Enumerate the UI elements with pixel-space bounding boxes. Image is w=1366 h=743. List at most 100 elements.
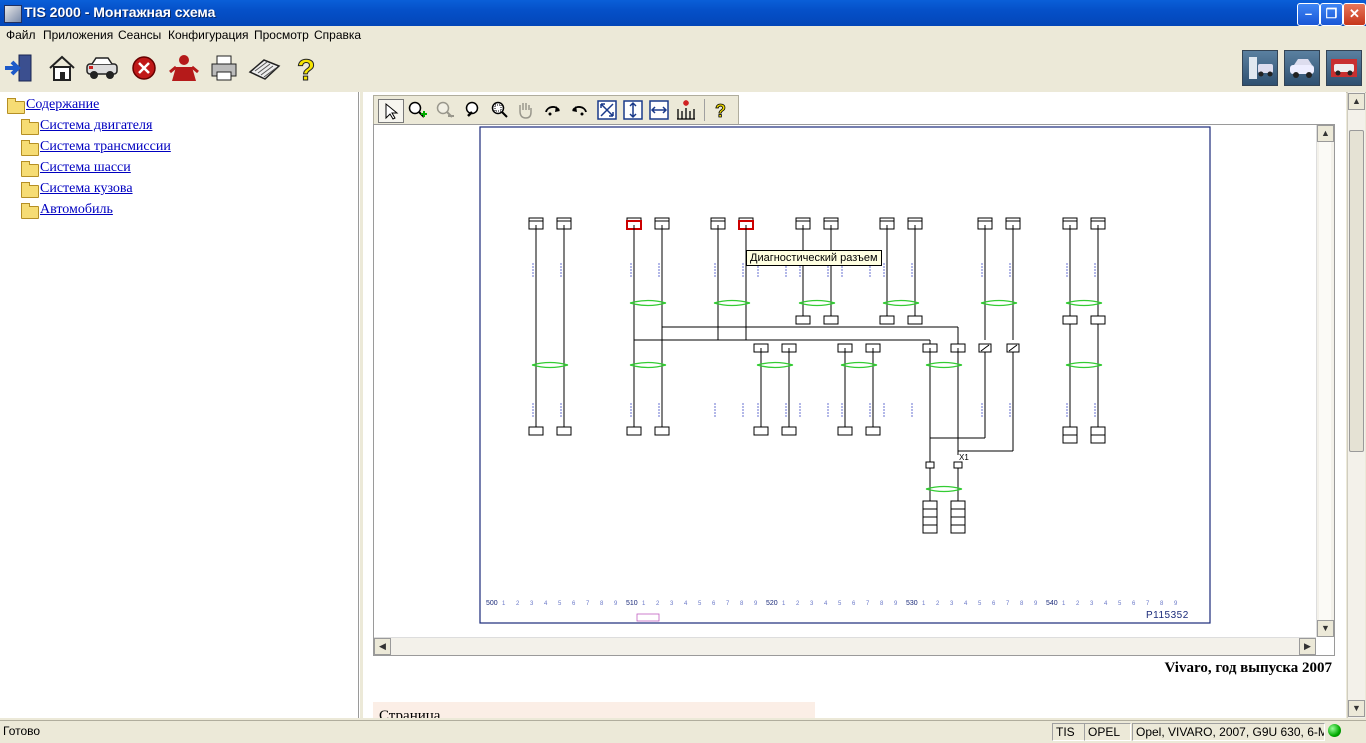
grid-minor-label: 8 — [600, 601, 604, 607]
content-scroll-down-button[interactable]: ▼ — [1348, 700, 1365, 717]
grid-minor-label: 9 — [894, 601, 898, 607]
grid-minor-label: 5 — [558, 601, 562, 607]
maximize-button[interactable]: ❐ — [1320, 3, 1343, 26]
menu-configuration[interactable]: Конфигурация — [168, 28, 249, 42]
twisted-pair — [1065, 299, 1103, 307]
minimize-button[interactable]: – — [1297, 3, 1320, 26]
zoom-icon[interactable] — [461, 99, 485, 121]
connector — [922, 508, 938, 518]
folder-icon — [21, 119, 39, 135]
ground-x1-label: X1 — [959, 453, 969, 462]
next-section-title: Страница — [379, 708, 441, 718]
zoom-window-icon[interactable] — [487, 99, 511, 121]
grid-minor-label: 4 — [824, 601, 828, 607]
select-pointer-icon[interactable] — [378, 99, 404, 123]
tree-item-chassis[interactable]: Система шасси — [40, 160, 131, 175]
connector — [753, 426, 769, 436]
printer-icon[interactable] — [206, 50, 242, 86]
connector — [1090, 426, 1106, 436]
menu-help[interactable]: Справка — [314, 28, 362, 42]
stop-icon[interactable] — [126, 50, 162, 86]
grid-minor-label: 9 — [1174, 601, 1178, 607]
folder-icon — [21, 140, 39, 156]
connector — [823, 315, 839, 325]
rotate-left-icon[interactable] — [567, 99, 591, 121]
twisted-pair — [1065, 361, 1103, 369]
pan-hand-icon[interactable] — [513, 99, 537, 121]
twisted-pair — [925, 485, 963, 493]
grid-minor-label: 7 — [866, 601, 870, 607]
tree-item-vehicle[interactable]: Автомобиль — [40, 202, 113, 217]
wiring-app-icon[interactable] — [1326, 50, 1362, 86]
twisted-pair — [756, 361, 794, 369]
fit-page-icon[interactable] — [595, 99, 619, 121]
menu-applications[interactable]: Приложения — [43, 28, 114, 42]
diagram-help-icon[interactable]: ? — [709, 99, 733, 121]
vehicle-select-icon[interactable] — [84, 50, 120, 86]
diagram-scroll-right-button[interactable]: ▶ — [1299, 638, 1316, 655]
highlight-wires-icon[interactable] — [674, 99, 698, 121]
connector — [1090, 434, 1106, 444]
grid-minor-label: 3 — [950, 601, 954, 607]
zoom-out-icon[interactable] — [433, 99, 457, 121]
keyboard-icon[interactable] — [246, 50, 282, 86]
grid-minor-label: 8 — [880, 601, 884, 607]
content-scroll-up-button[interactable]: ▲ — [1348, 93, 1365, 110]
page-reference-box — [636, 613, 660, 622]
content-scroll-thumb[interactable] — [1349, 130, 1364, 452]
tree-item-transmission[interactable]: Система трансмиссии — [40, 139, 171, 154]
twisted-pair — [798, 299, 836, 307]
menu-file[interactable]: Файл — [6, 28, 36, 42]
twisted-pair — [925, 361, 963, 369]
service-app-icon[interactable] — [1284, 50, 1320, 86]
diagram-scroll-down-button[interactable]: ▼ — [1317, 620, 1334, 637]
user-icon[interactable] — [166, 50, 202, 86]
tree-item-engine[interactable]: Система двигателя — [40, 118, 153, 133]
diagram-hscroll[interactable]: ◀ ▶ — [374, 637, 1316, 655]
menu-sessions[interactable]: Сеансы — [118, 28, 162, 42]
app-icon[interactable] — [4, 5, 22, 23]
grid-minor-label: 5 — [978, 601, 982, 607]
grid-major-label: 530 — [906, 600, 918, 607]
grid-minor-label: 7 — [1146, 601, 1150, 607]
connector — [1090, 315, 1106, 325]
grid-major-label: 520 — [766, 600, 778, 607]
help-icon[interactable]: ? — [288, 50, 324, 86]
diagram-scroll-up-button[interactable]: ▲ — [1317, 125, 1334, 142]
fit-width-icon[interactable] — [647, 99, 671, 121]
grid-minor-label: 8 — [1020, 601, 1024, 607]
grid-minor-label: 8 — [1160, 601, 1164, 607]
contents-tree-panel: Содержание Система двигателя Система тра… — [0, 92, 359, 718]
grid-major-label: 500 — [486, 600, 498, 607]
close-button[interactable]: ✕ — [1343, 3, 1366, 26]
fit-height-icon[interactable] — [621, 99, 645, 121]
tree-item-body[interactable]: Система кузова — [40, 181, 133, 196]
exit-icon[interactable] — [0, 50, 36, 86]
diagram-vscroll[interactable]: ▲ ▼ — [1316, 125, 1334, 637]
grid-minor-label: 5 — [838, 601, 842, 607]
home-icon[interactable] — [44, 50, 80, 86]
content-vscroll[interactable]: ▲ ▼ — [1347, 92, 1365, 718]
twisted-pair — [713, 299, 751, 307]
grid-minor-label: 4 — [544, 601, 548, 607]
connector — [1062, 315, 1078, 325]
rotate-right-icon[interactable] — [541, 99, 565, 121]
diagnostic-app-icon[interactable] — [1242, 50, 1278, 86]
grid-minor-label: 6 — [572, 601, 576, 607]
grid-major-label: 510 — [626, 600, 638, 607]
diagram-scroll-left-button[interactable]: ◀ — [374, 638, 391, 655]
tree-root-contents[interactable]: Содержание — [26, 97, 100, 112]
menu-view[interactable]: Просмотр — [254, 28, 309, 42]
relay-symbol — [980, 344, 990, 352]
grid-minor-label: 7 — [726, 601, 730, 607]
svg-text:?: ? — [297, 54, 315, 84]
zoom-in-icon[interactable] — [405, 99, 429, 121]
grid-minor-label: 5 — [698, 601, 702, 607]
grid-minor-label: 8 — [740, 601, 744, 607]
twisted-pair — [629, 361, 667, 369]
diagram-vscroll-track[interactable] — [1319, 142, 1331, 620]
twisted-pair — [980, 299, 1018, 307]
